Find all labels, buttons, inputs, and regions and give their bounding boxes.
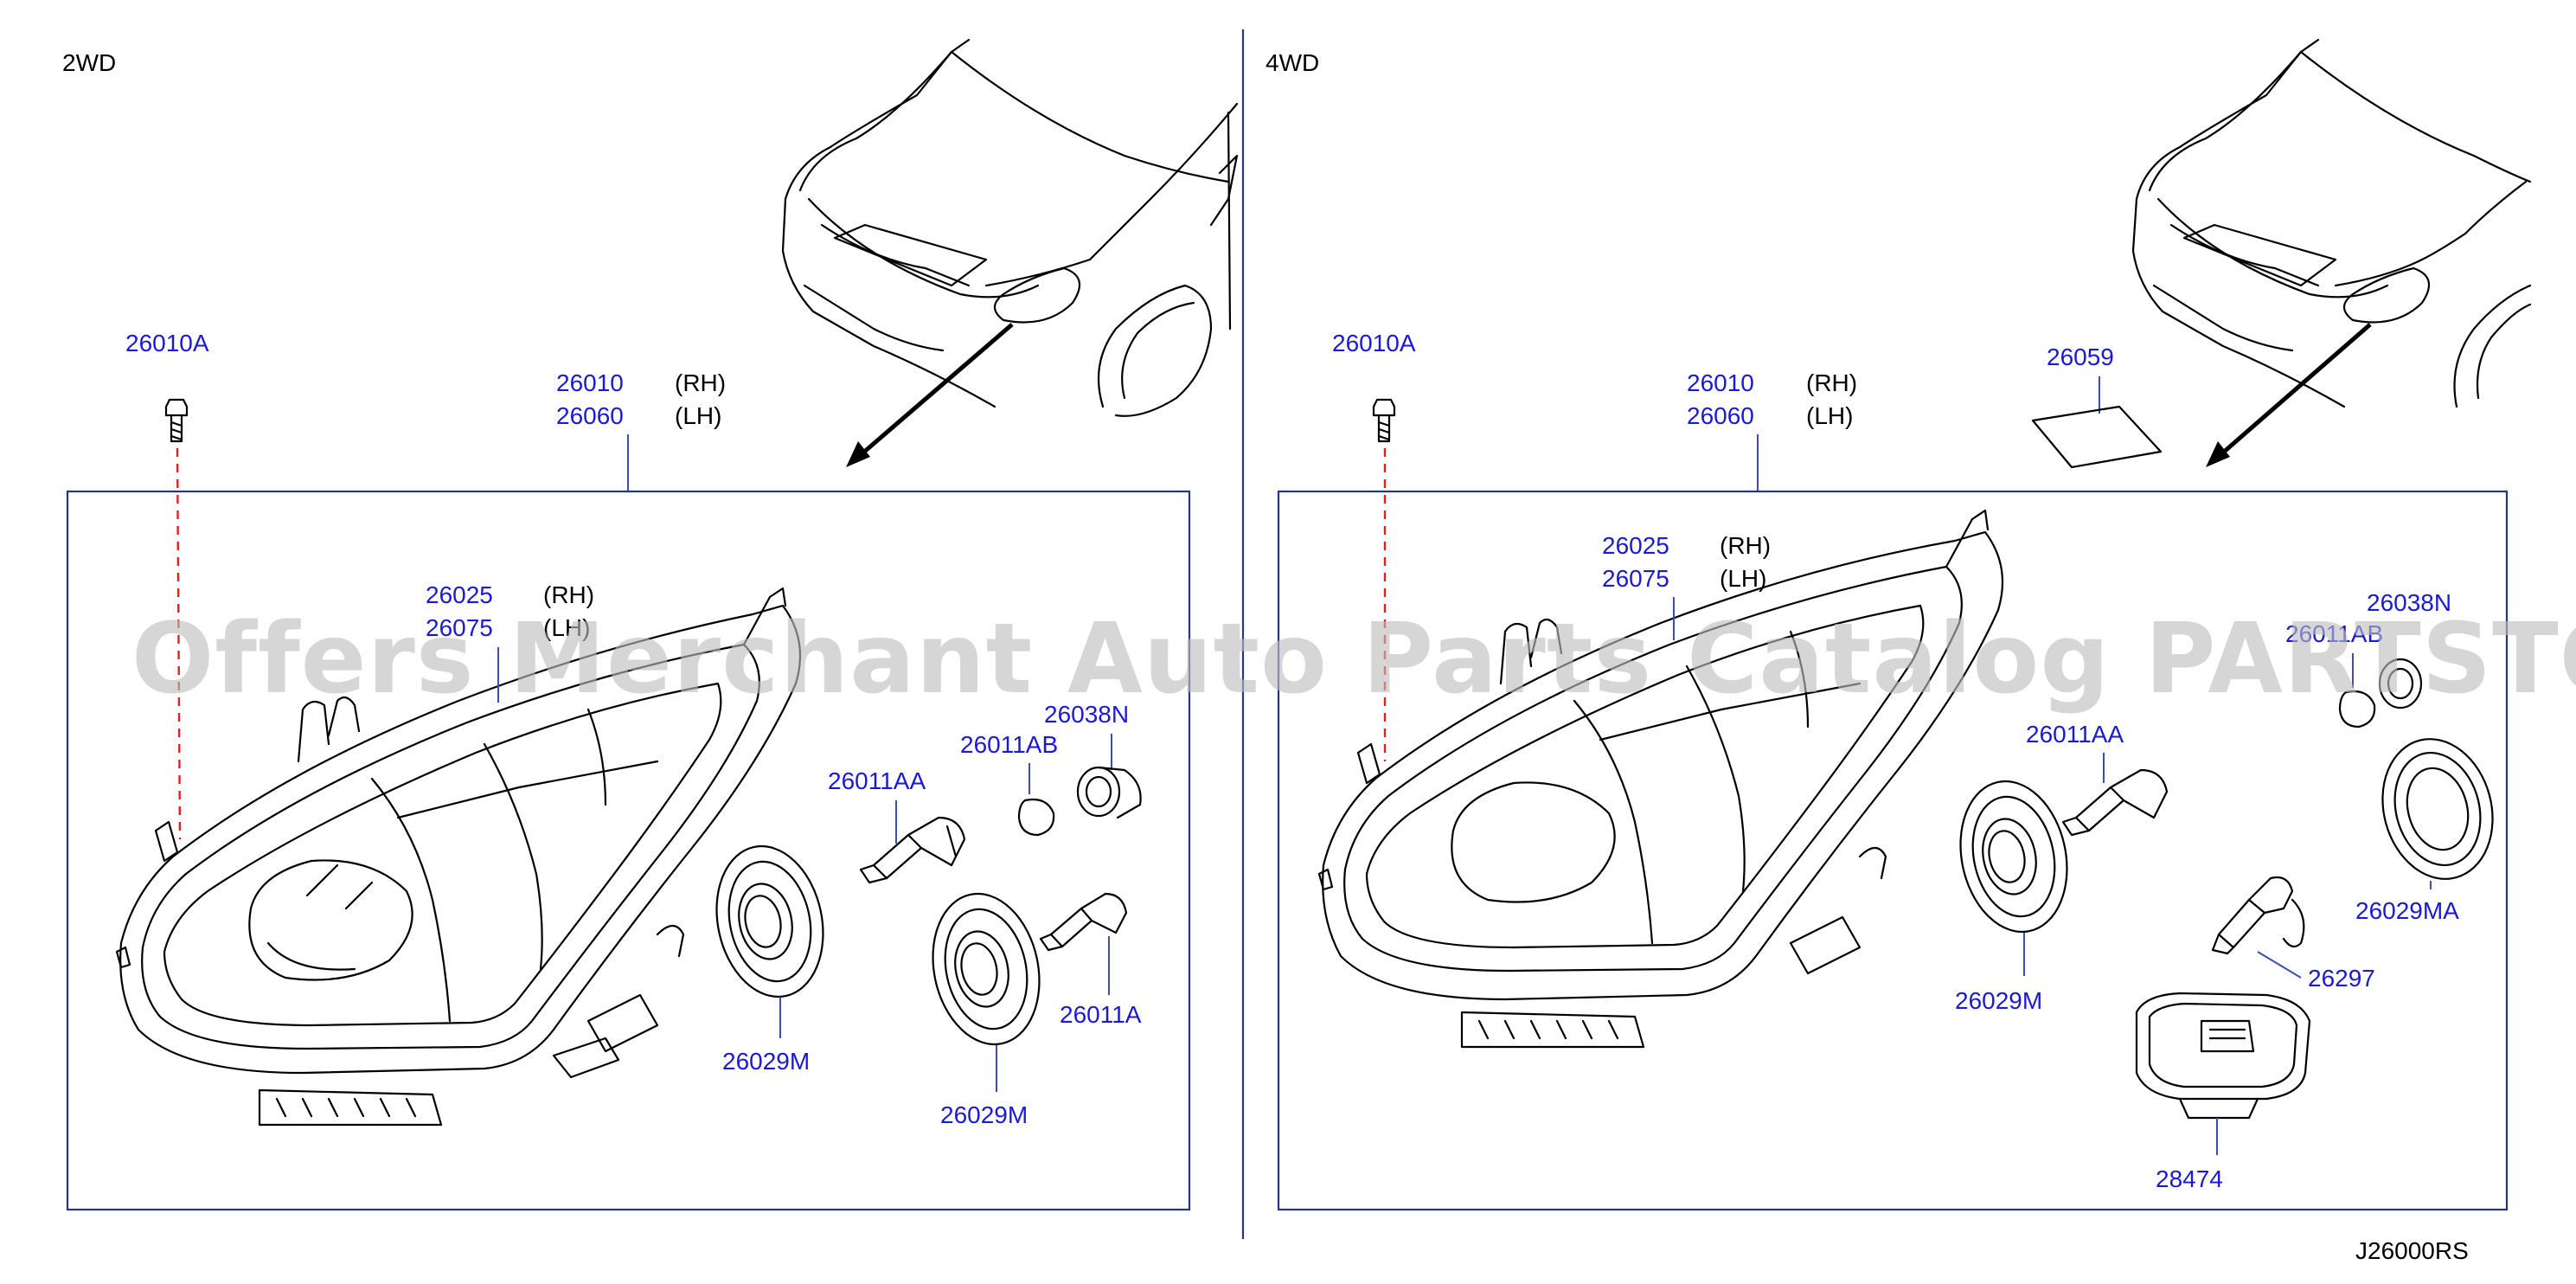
section-title-2wd: 2WD xyxy=(62,49,116,76)
side-label-rh-lamp-4wd: (RH) xyxy=(1720,532,1771,559)
part-label-26029m-4wd[interactable]: 26029M xyxy=(1955,987,2042,1014)
vehicle-front-illustration-4wd xyxy=(2131,38,2532,408)
part-label-26010-4wd[interactable]: 26010 xyxy=(1687,369,1754,396)
part-label-26025[interactable]: 26025 xyxy=(426,581,493,608)
watermark-text: Offers Merchant Auto Parts Catalog PARTS… xyxy=(131,603,2576,716)
side-label-rh-4wd: (RH) xyxy=(1806,369,1857,396)
socket-icon-4wd xyxy=(2378,658,2423,709)
part-label-26010a[interactable]: 26010A xyxy=(125,330,209,356)
bulb-a-icon xyxy=(1039,892,1128,952)
cap-icon xyxy=(715,844,824,998)
cap-icon-2 xyxy=(932,892,1041,1046)
cap-ma-icon xyxy=(2381,738,2494,880)
hid-bulb-leader xyxy=(2257,951,2302,979)
direction-arrow xyxy=(855,323,1014,460)
part-label-26038n[interactable]: 26038N xyxy=(1044,701,1129,728)
headlamp-assembly-icon-4wd xyxy=(1317,509,2004,1049)
hid-bulb-icon xyxy=(2211,876,2305,955)
arrow-head-4wd xyxy=(2206,441,2230,467)
bulb-h-icon-4wd xyxy=(2061,768,2169,837)
part-label-26011ab[interactable]: 26011AB xyxy=(960,731,1058,758)
section-4wd: 26059 26010A 26010 (RH) 26060 (LH) xyxy=(1277,38,2532,1211)
part-label-26029m-2[interactable]: 26029M xyxy=(940,1101,1028,1128)
bolt-leader xyxy=(176,447,182,840)
part-label-26060-4wd[interactable]: 26060 xyxy=(1687,402,1754,429)
label-plate-icon xyxy=(2031,405,2163,469)
part-label-26029m-1[interactable]: 26029M xyxy=(722,1048,810,1075)
cap-m-icon-4wd xyxy=(1959,780,2068,934)
part-label-26038n-4wd[interactable]: 26038N xyxy=(2367,589,2451,616)
part-label-26025-4wd[interactable]: 26025 xyxy=(1602,532,1669,559)
side-label-rh-lamp: (RH) xyxy=(543,581,594,608)
part-label-26011a[interactable]: 26011A xyxy=(1060,1001,1142,1028)
part-label-26010[interactable]: 26010 xyxy=(556,369,624,396)
headlamp-assembly-icon xyxy=(115,587,802,1127)
part-label-26011ab-4wd[interactable]: 26011AB xyxy=(2285,620,2383,647)
arrow-head xyxy=(846,441,870,467)
part-label-26011aa-4wd[interactable]: 26011AA xyxy=(2026,721,2124,748)
small-bulb-icon xyxy=(1017,798,1055,837)
socket-icon xyxy=(1076,766,1142,819)
small-bulb-icon-4wd xyxy=(2338,690,2376,729)
side-label-lh-4wd: (LH) xyxy=(1806,402,1853,429)
part-label-26010a-4wd[interactable]: 26010A xyxy=(1332,330,1416,356)
part-label-26297[interactable]: 26297 xyxy=(2308,965,2375,992)
diagram-code: J26000RS xyxy=(2355,1237,2469,1264)
bolt-icon xyxy=(164,398,189,443)
part-label-26011aa[interactable]: 26011AA xyxy=(828,767,926,794)
part-label-26059[interactable]: 26059 xyxy=(2047,343,2114,370)
part-label-26075[interactable]: 26075 xyxy=(426,614,493,641)
bolt-icon-4wd xyxy=(1372,398,1396,443)
assembly-frame-4wd xyxy=(1277,490,2509,1211)
part-label-26029ma[interactable]: 26029MA xyxy=(2355,897,2459,924)
section-2wd: 26010A 26010 (RH) 26060 (LH) xyxy=(66,38,1239,1211)
ballast-icon xyxy=(2135,992,2311,1120)
assembly-frame-2wd xyxy=(66,490,1191,1211)
side-label-lh: (LH) xyxy=(675,402,721,429)
section-title-4wd: 4WD xyxy=(1266,49,1319,76)
part-label-26075-4wd[interactable]: 26075 xyxy=(1602,565,1669,592)
direction-arrow-4wd xyxy=(2214,323,2372,460)
side-label-lh-lamp-4wd: (LH) xyxy=(1720,565,1766,592)
side-label-rh: (RH) xyxy=(675,369,726,396)
bulb-h-icon xyxy=(859,816,966,884)
side-label-lh-lamp: (LH) xyxy=(543,614,590,641)
part-label-28474[interactable]: 28474 xyxy=(2156,1165,2223,1192)
part-label-26060[interactable]: 26060 xyxy=(556,402,624,429)
vehicle-front-illustration xyxy=(781,38,1239,417)
